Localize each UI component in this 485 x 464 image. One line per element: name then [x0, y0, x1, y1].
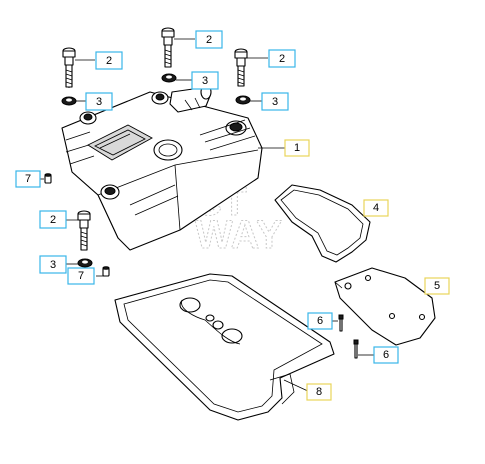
callout-2-top-left: 2: [95, 51, 123, 70]
callout-3-left-label: 3: [50, 259, 56, 271]
callout-2-top-left-label: 2: [106, 55, 112, 67]
callout-6-upper: 6: [307, 312, 333, 330]
callout-6-lower: 6: [373, 346, 399, 364]
head-gasket-8: [114, 273, 335, 421]
callout-6-upper-label: 6: [317, 315, 323, 327]
callout-7-left: 7: [15, 170, 41, 188]
screw-6-upper: [338, 314, 344, 332]
callout-8-label: 8: [316, 386, 322, 398]
watermark-line-2: WAY: [195, 213, 283, 257]
callout-3-top-left-label: 3: [96, 96, 102, 108]
dowel-7-bottom: [102, 266, 110, 277]
callout-5-label: 5: [434, 280, 440, 292]
cover-plate-5: [334, 267, 436, 346]
gasket-4: [274, 184, 371, 263]
callout-3-top-center: 3: [191, 71, 219, 90]
grommet-3-top-center: [161, 73, 177, 83]
callout-1: 1: [284, 139, 310, 157]
screw-6-lower: [353, 339, 359, 359]
grommet-3-left: [77, 258, 93, 268]
bolt-2-top-right: [234, 48, 248, 87]
callout-7-bottom: 7: [67, 267, 95, 285]
bolt-2-top-center: [161, 27, 175, 68]
callout-2-top-right: 2: [268, 49, 296, 68]
bolt-2-top-left: [62, 47, 76, 88]
dowel-7-left: [44, 173, 52, 184]
callout-4: 4: [363, 199, 389, 217]
callout-3-top-right: 3: [261, 92, 289, 111]
callouts: 2 2 2 2 3 3 3 3: [15, 30, 450, 401]
grommet-3-top-left: [61, 96, 77, 106]
callout-3-top-center-label: 3: [202, 75, 208, 87]
callout-6-lower-label: 6: [383, 349, 389, 361]
bolt-2-left: [77, 210, 91, 251]
callout-3-left: 3: [39, 255, 67, 274]
callout-7-left-label: 7: [25, 173, 31, 185]
cylinder-head-cover: [61, 84, 263, 251]
callout-4-label: 4: [373, 202, 379, 214]
callout-3-top-right-label: 3: [272, 96, 278, 108]
grommet-3-top-right: [235, 95, 251, 105]
callout-2-top-center-label: 2: [206, 34, 212, 46]
callout-2-left-label: 2: [50, 214, 56, 226]
callout-2-top-right-label: 2: [279, 53, 285, 65]
callout-2-top-center: 2: [195, 30, 223, 49]
callout-5: 5: [424, 277, 450, 295]
callout-8: 8: [306, 383, 332, 401]
callout-7-bottom-label: 7: [78, 270, 84, 282]
callout-1-label: 1: [294, 142, 300, 154]
callout-3-top-left: 3: [85, 92, 113, 111]
callout-2-left: 2: [39, 210, 67, 229]
